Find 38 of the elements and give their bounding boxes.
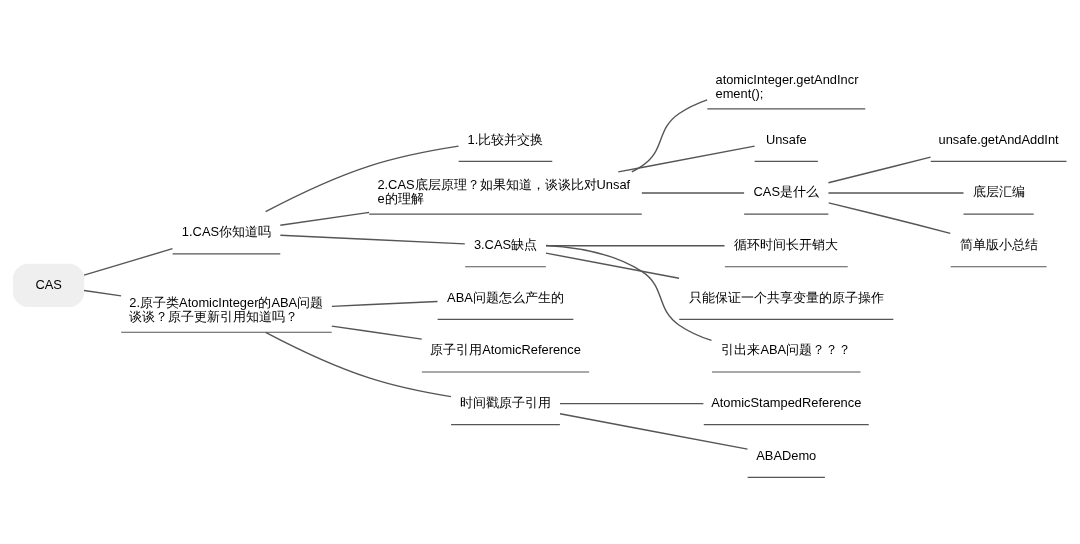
connector [264,331,452,398]
node-text: Unsafe [765,131,807,147]
node-text: 3.CAS缺点 [473,236,538,252]
node-box: CAS [12,263,85,308]
node-text: 只能保证一个共享变量的原子操作 [688,289,884,305]
connector [545,252,680,279]
node-text: ABA问题怎么产生的 [447,289,564,305]
node-text: CAS是什么 [753,184,819,200]
node-text: unsafe.getAndAddInt [938,131,1059,147]
connector [617,145,756,173]
node-text: 2.CAS底层原理？如果知道，谈谈比对Unsafe的理解 [377,177,631,207]
connector [264,145,460,213]
node-text: 底层汇编 [972,184,1025,200]
node-text: AtomicStampedReference [711,394,862,410]
connector [827,156,932,184]
connector [641,192,745,194]
connector [559,402,705,405]
node-text: 原子引用AtomicReference [430,342,581,358]
connector [559,413,749,450]
connector [545,244,713,342]
connector [83,289,122,297]
connector [828,202,951,235]
node-text: 1.比较并交换 [467,131,544,147]
node-text: atomicInteger.getAndIncrement(); [715,71,859,102]
connector [279,211,370,226]
node-text: ABADemo [756,447,817,463]
node-text: 循环时间长开销大 [734,236,839,252]
node-text: 1.CAS你知道吗 [181,224,272,240]
connector [279,234,466,245]
node-text: 2.原子类AtomicInteger的ABA问题谈谈？原子更新引用知道吗？ [129,295,324,325]
connector [631,99,708,173]
node-text: 时间戳原子引用 [459,394,551,410]
connector [83,247,174,276]
connector [827,192,965,194]
connector [331,325,423,340]
connector [331,300,439,308]
node-text: 引出来ABA问题？？？ [721,342,852,358]
node-text: 简单版小总结 [959,236,1038,252]
